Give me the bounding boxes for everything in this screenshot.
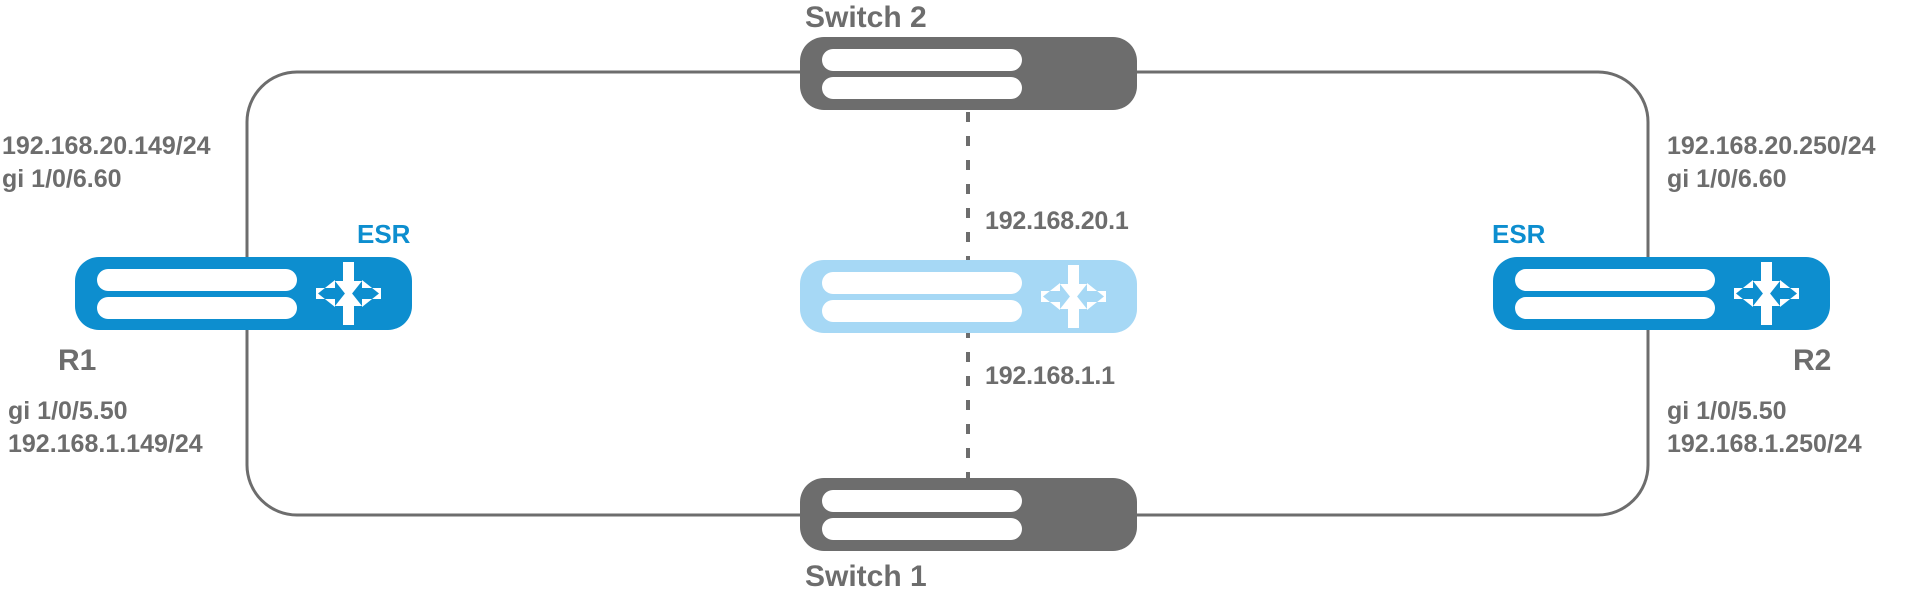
r1-lower-address: 192.168.1.149/24 [8,430,203,458]
r1-lower-interface: gi 1/0/5.50 [8,397,128,425]
r2-lower-address: 192.168.1.250/24 [1667,430,1862,458]
switch2-icon [800,37,1137,110]
r1-router-icon [75,257,412,330]
r1-vendor-label: ESR [357,219,411,249]
r1-name-label: R1 [58,344,97,377]
r1-upper-interface: gi 1/0/6.60 [2,165,122,193]
r2-vendor-label: ESR [1492,219,1546,249]
switch1-label: Switch 1 [805,560,927,593]
switch1-icon [800,478,1137,551]
r2-upper-interface-block: 192.168.20.250/24 gi 1/0/6.60 [1667,130,1876,196]
r1-upper-address: 192.168.20.149/24 [2,132,211,160]
r2-upper-interface: gi 1/0/6.60 [1667,165,1787,193]
r1-lower-interface-block: gi 1/0/5.50 192.168.1.149/24 [8,395,203,461]
virtual-router-lower-address: 192.168.1.1 [985,362,1115,390]
r2-router-icon [1493,257,1830,330]
r2-lower-interface-block: gi 1/0/5.50 192.168.1.250/24 [1667,395,1862,461]
r2-lower-interface: gi 1/0/5.50 [1667,397,1787,425]
switch2-label: Switch 2 [805,1,927,34]
r1-upper-interface-block: 192.168.20.149/24 gi 1/0/6.60 [2,130,211,196]
virtual-router-icon [800,260,1137,333]
r2-upper-address: 192.168.20.250/24 [1667,132,1876,160]
r2-name-label: R2 [1793,344,1832,377]
virtual-router-upper-address: 192.168.20.1 [985,207,1129,235]
